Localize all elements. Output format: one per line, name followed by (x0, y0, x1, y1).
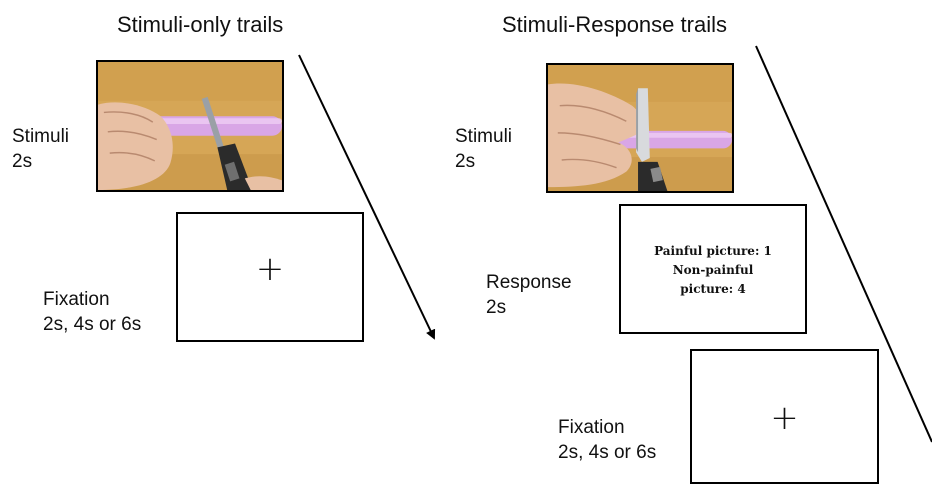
right-stimulus-image (546, 63, 734, 193)
response-label: Response 2s (486, 270, 572, 320)
response-line-painful: Painful picture: 1 (654, 244, 772, 258)
left-stimulus-picture (98, 62, 282, 190)
response-label-text: Response (486, 272, 572, 293)
right-stimuli-label: Stimuli 2s (455, 124, 512, 174)
stimuli-only-heading: Stimuli-only trails (117, 12, 284, 37)
response-line-non-painful: Non-painful (672, 263, 754, 277)
stimuli-response-heading: Stimuli-Response trails (502, 12, 727, 37)
fixation-cross-icon: + (770, 398, 799, 438)
response-instructions: Painful picture: 1 Non-painful picture: … (621, 242, 805, 299)
left-stimuli-label: Stimuli 2s (12, 124, 69, 174)
fixation-cross-icon: + (255, 249, 285, 289)
right-fixation-screen: + (690, 349, 879, 484)
right-stimulus-picture (548, 65, 732, 191)
left-stimuli-label-text: Stimuli (12, 126, 70, 147)
right-stimuli-label-text: Stimuli (455, 126, 513, 147)
left-fixation-label-text: Fixation (43, 289, 110, 310)
right-stimuli-duration: 2s (455, 151, 476, 172)
left-stimuli-duration: 2s (12, 151, 33, 172)
response-screen: Painful picture: 1 Non-painful picture: … (619, 204, 807, 334)
left-stimulus-image (96, 60, 284, 192)
right-fixation-label: Fixation 2s, 4s or 6s (558, 415, 656, 465)
left-fixation-duration: 2s, 4s or 6s (43, 314, 142, 335)
right-fixation-duration: 2s, 4s or 6s (558, 442, 657, 463)
left-fixation-label: Fixation 2s, 4s or 6s (43, 287, 141, 337)
response-duration: 2s (486, 297, 507, 318)
left-fixation-screen: + (176, 212, 364, 342)
response-line-picture: picture: 4 (680, 282, 746, 296)
right-fixation-label-text: Fixation (558, 417, 625, 438)
